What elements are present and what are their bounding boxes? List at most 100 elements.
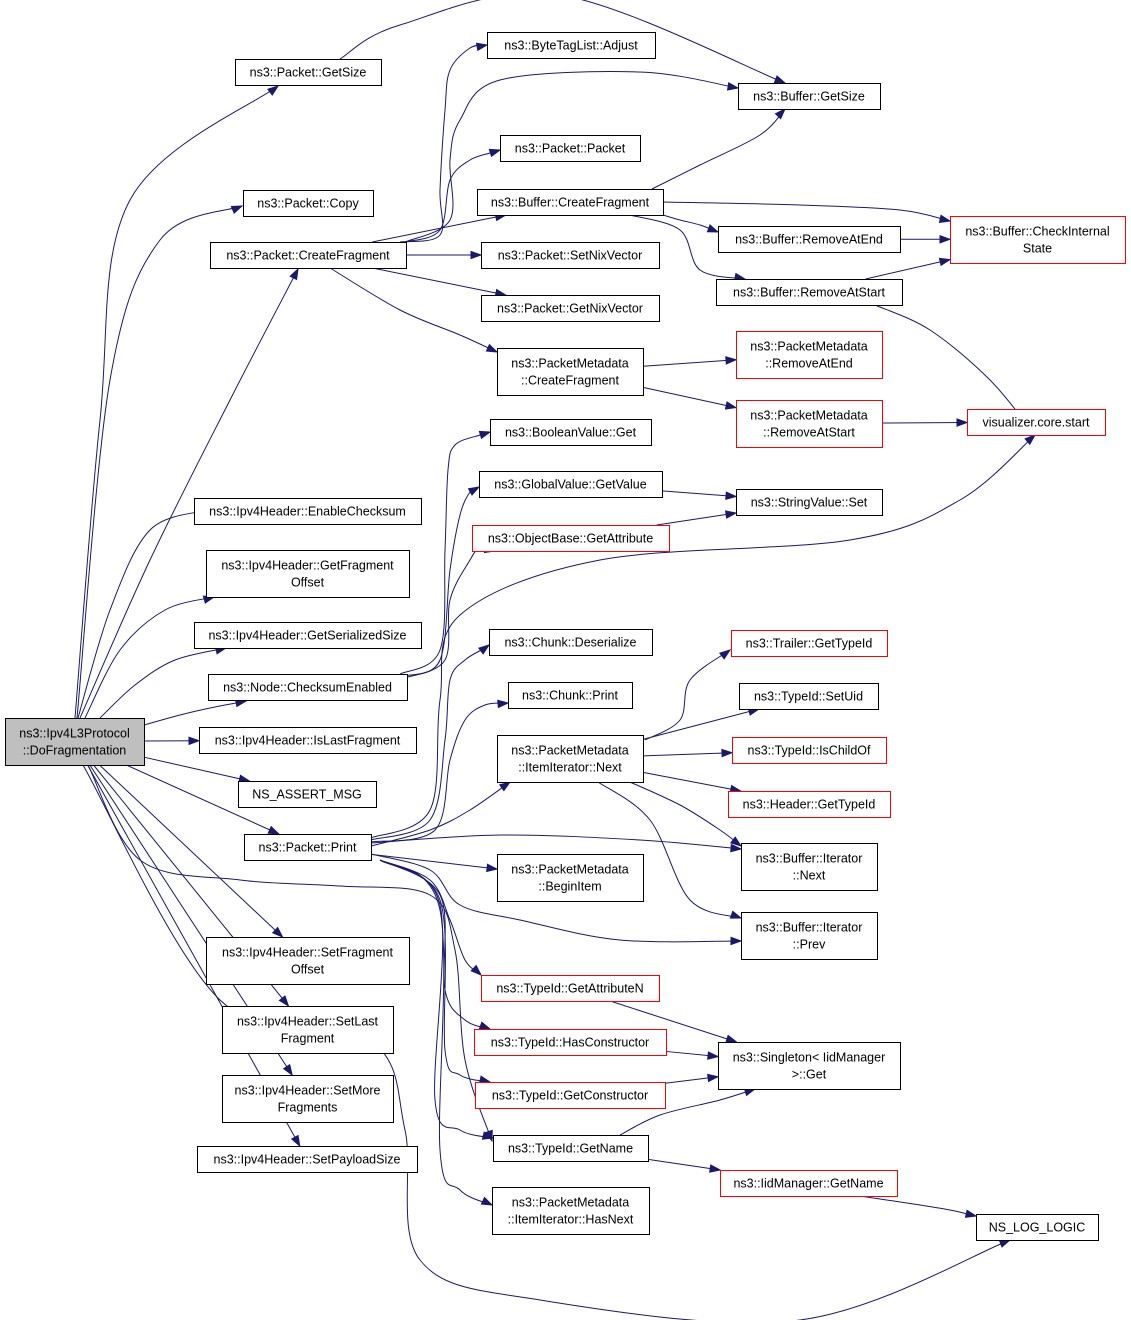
node-pm_hasnext[interactable]: ns3::PacketMetadata::ItemIterator::HasNe…: [492, 1187, 650, 1235]
edge-root-to-node_checksum: [143, 698, 248, 726]
node-box: [5, 718, 145, 766]
edge-line: [143, 756, 250, 782]
edge-root-to-ns_assert: [143, 756, 251, 783]
node-pkt_copy[interactable]: ns3::Packet::Copy: [243, 190, 374, 217]
edge-pm_itnext-to-bufit_next: [629, 781, 743, 847]
edge-pkt_print-to-bufit_next: [370, 834, 743, 853]
edge-pkt_createfrag-to-btl_adjust: [399, 42, 489, 243]
edge-pm_createfrag-to-pm_removeend: [642, 356, 738, 367]
node-label: ns3::PacketMetadata: [512, 1196, 629, 1210]
node-box: [736, 400, 883, 448]
node-box: [481, 242, 660, 269]
node-ipv4_getserialized[interactable]: ns3::Ipv4Header::GetSerializedSize: [194, 622, 422, 649]
node-iid_getname[interactable]: ns3::IidManager::GetName: [720, 1170, 898, 1197]
edge-pkt_print-to-pm_beginitem: [370, 853, 499, 873]
node-trailer_gettid[interactable]: ns3::Trailer::GetTypeId: [731, 630, 888, 657]
node-pkt_createfrag[interactable]: ns3::Packet::CreateFragment: [210, 242, 407, 269]
node-sv_set[interactable]: ns3::StringValue::Set: [736, 489, 883, 516]
edge-line: [339, 0, 786, 84]
node-vis_start[interactable]: visualizer.core.start: [967, 409, 1106, 436]
node-label: Offset: [291, 576, 325, 590]
node-box: [222, 1006, 394, 1054]
node-buf_getsize[interactable]: ns3::Buffer::GetSize: [738, 83, 881, 110]
edge-line: [881, 421, 968, 424]
edge-layer: [74, 0, 1037, 1320]
node-header_gettid[interactable]: ns3::Header::GetTypeId: [728, 791, 891, 818]
node-pkt_packet[interactable]: ns3::Packet::Packet: [500, 135, 641, 162]
edge-arrowhead: [475, 42, 489, 52]
node-pkt_getsize[interactable]: ns3::Packet::GetSize: [235, 59, 382, 86]
node-gv_getvalue[interactable]: ns3::GlobalValue::GetValue: [479, 471, 663, 498]
node-box: [493, 1135, 649, 1162]
node-ipv4_islast[interactable]: ns3::Ipv4Header::IsLastFragment: [199, 727, 417, 754]
node-label: ns3::Packet::Packet: [515, 142, 626, 156]
node-tid_getattrn[interactable]: ns3::TypeId::GetAttributeN: [481, 975, 660, 1002]
edge-line: [379, 859, 482, 976]
node-pm_itnext[interactable]: ns3::PacketMetadata::ItemIterator::Next: [497, 735, 644, 783]
node-tid_getname[interactable]: ns3::TypeId::GetName: [493, 1135, 649, 1162]
edge-arrowhead: [956, 418, 969, 427]
edge-line: [84, 596, 215, 719]
node-pm_createfrag[interactable]: ns3::PacketMetadata::CreateFragment: [497, 348, 644, 396]
edge-arrowhead: [481, 1131, 495, 1140]
node-box: [206, 550, 410, 598]
node-label: NS_LOG_LOGIC: [989, 1221, 1086, 1235]
node-btl_adjust[interactable]: ns3::ByteTagList::Adjust: [487, 32, 656, 59]
node-pm_beginitem[interactable]: ns3::PacketMetadata::BeginItem: [497, 854, 644, 902]
node-box: [736, 489, 883, 516]
node-chunk_deser[interactable]: ns3::Chunk::Deserialize: [489, 629, 653, 656]
node-ns_assert[interactable]: NS_ASSERT_MSG: [238, 781, 377, 808]
node-pm_removestart[interactable]: ns3::PacketMetadata::RemoveAtStart: [736, 400, 883, 448]
node-buf_removeend[interactable]: ns3::Buffer::RemoveAtEnd: [718, 226, 901, 253]
node-bufit_next[interactable]: ns3::Buffer::Iterator::Next: [741, 843, 878, 891]
node-pkt_setnix[interactable]: ns3::Packet::SetNixVector: [481, 242, 660, 269]
edge-root-to-ipv4_enablechecksum: [77, 509, 210, 719]
edge-line: [370, 434, 1036, 839]
node-buf_removestart[interactable]: ns3::Buffer::RemoveAtStart: [716, 279, 903, 306]
edge-line: [644, 649, 731, 741]
node-tid_setuid[interactable]: ns3::TypeId::SetUid: [739, 683, 879, 710]
node-box: [489, 629, 653, 656]
node-label: Offset: [291, 963, 325, 977]
node-tid_hascons[interactable]: ns3::TypeId::HasConstructor: [474, 1029, 667, 1056]
node-chunk_print[interactable]: ns3::Chunk::Print: [508, 682, 633, 709]
node-ipv4_setpayload[interactable]: ns3::Ipv4Header::SetPayloadSize: [197, 1146, 418, 1173]
edge-arrowhead: [707, 1051, 720, 1060]
node-box: [718, 1042, 901, 1090]
edge-buf_createfrag-to-buf_removeend: [662, 214, 720, 233]
node-pkt_print[interactable]: ns3::Packet::Print: [244, 834, 372, 861]
edge-pkt_print-to-tid_getattrn: [379, 859, 483, 977]
node-label: ns3::Buffer::CheckInternal: [965, 225, 1109, 239]
node-pm_removeend[interactable]: ns3::PacketMetadata::RemoveAtEnd: [736, 331, 883, 379]
node-box: [720, 1170, 898, 1197]
node-ipv4_enablechecksum[interactable]: ns3::Ipv4Header::EnableChecksum: [194, 498, 422, 525]
node-pkt_getnix[interactable]: ns3::Packet::GetNixVector: [481, 295, 660, 322]
node-label: ns3::Ipv4Header::IsLastFragment: [215, 734, 401, 748]
node-node_checksum[interactable]: ns3::Node::ChecksumEnabled: [208, 674, 408, 701]
node-tid_ischild[interactable]: ns3::TypeId::IsChildOf: [732, 737, 887, 764]
edge-root-to-pkt_copy: [76, 205, 244, 719]
edge-line: [74, 85, 279, 719]
edge-pkt_print-to-vis_start: [370, 434, 1037, 839]
node-label: ns3::Buffer::RemoveAtEnd: [735, 233, 883, 247]
node-ns_log_logic[interactable]: NS_LOG_LOGIC: [976, 1214, 1099, 1241]
edge-arrowhead: [730, 936, 743, 946]
node-singleton_get[interactable]: ns3::Singleton< IidManager>::Get: [718, 1042, 901, 1090]
edge-tid_getname-to-iid_getname: [647, 1158, 722, 1173]
node-ob_getattr[interactable]: ns3::ObjectBase::GetAttribute: [472, 525, 670, 552]
node-label: ns3::TypeId::GetName: [508, 1142, 633, 1156]
edge-tid_hascons-to-singleton_get: [665, 1050, 720, 1060]
edge-gv_getvalue-to-sv_set: [661, 490, 738, 500]
edge-pm_itnext-to-bufit_prev: [597, 781, 743, 919]
node-root[interactable]: ns3::Ipv4L3Protocol::DoFragmentation: [5, 718, 145, 766]
node-bufit_prev[interactable]: ns3::Buffer::Iterator::Prev: [741, 912, 878, 960]
node-bool_get[interactable]: ns3::BooleanValue::Get: [490, 419, 652, 446]
edge-arrowhead: [729, 910, 743, 919]
node-buf_createfrag[interactable]: ns3::Buffer::CreateFragment: [477, 189, 664, 216]
node-tid_getcons[interactable]: ns3::TypeId::GetConstructor: [475, 1082, 666, 1109]
